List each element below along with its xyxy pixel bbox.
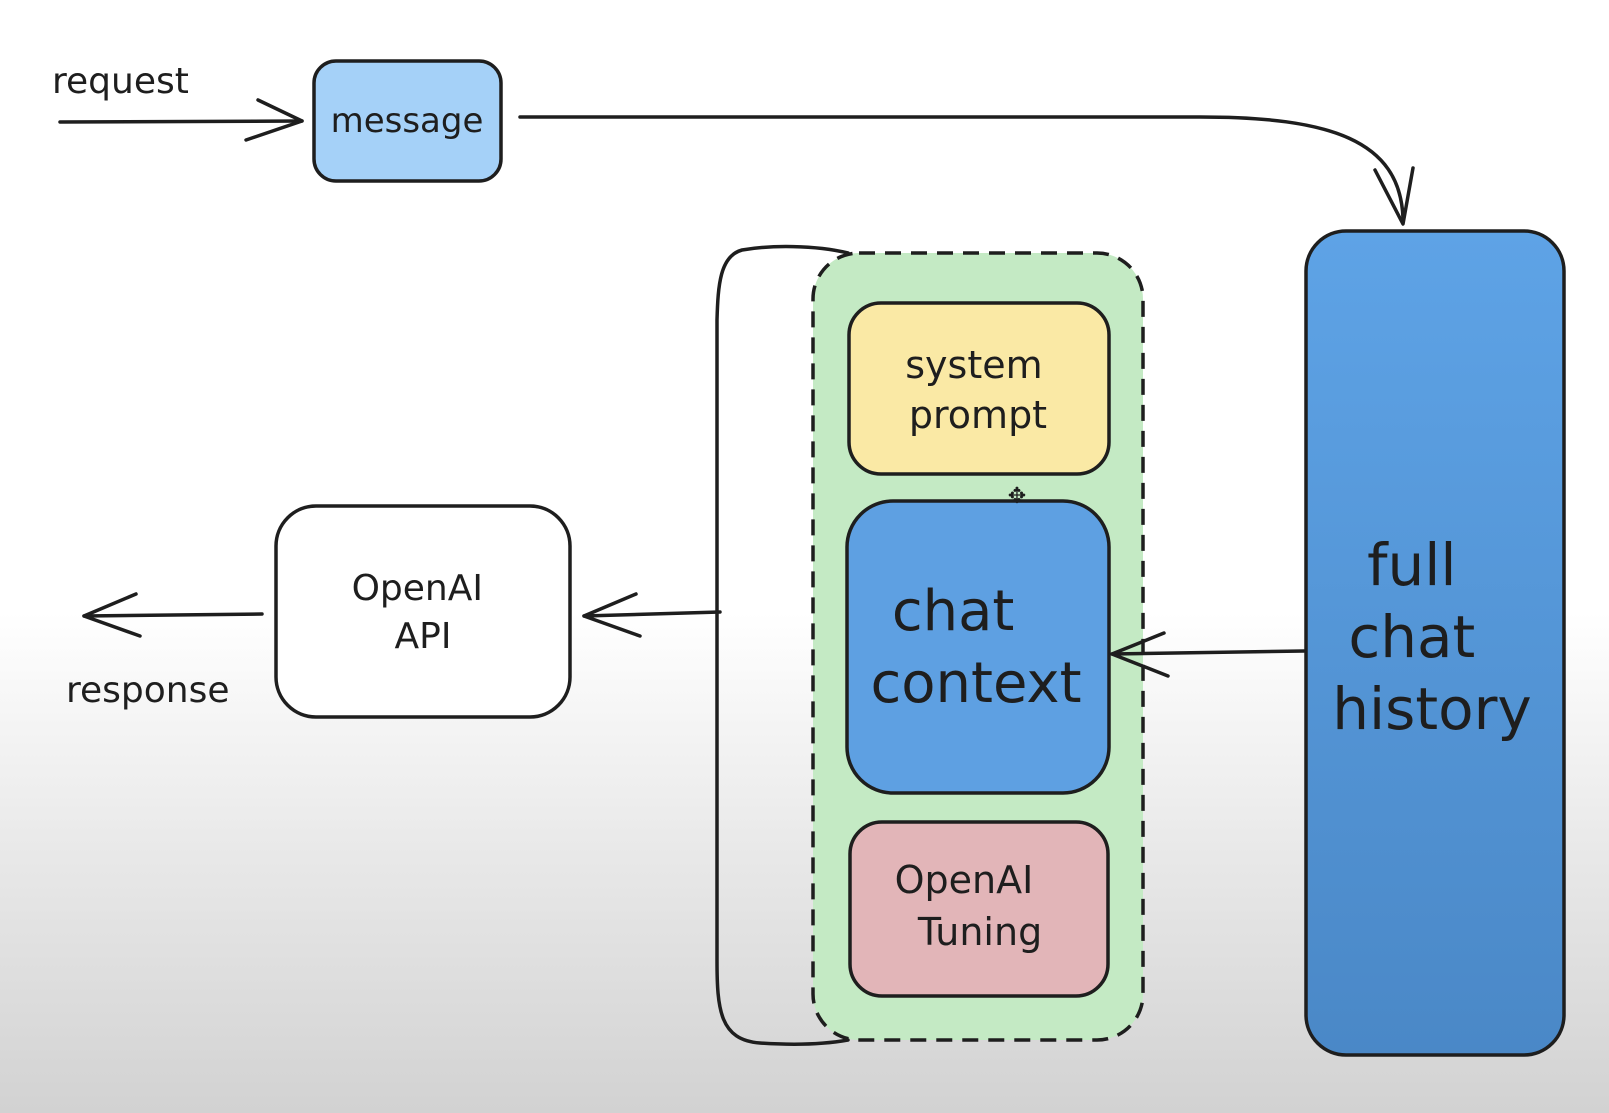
context-to-api-arrow [582,592,722,638]
chat-context-line-1: chat [892,579,1015,644]
openai-api-line-2: API [395,616,452,657]
history-to-context-arrow [1110,631,1306,678]
chat-context-label: chat context [870,579,1081,716]
full-chat-history-box[interactable] [1304,229,1566,1057]
chat-context-line-2: context [870,651,1081,716]
response-arrow [82,592,264,638]
message-box[interactable] [312,59,503,183]
system-prompt-line-2: prompt [909,393,1047,437]
openai-api-line-1: OpenAI [352,568,483,609]
full-chat-history-line-1: full [1367,531,1456,599]
message-to-history-arrow [518,115,1415,226]
request-arrow [58,98,304,142]
openai-tuning-line-1: OpenAI [895,858,1034,902]
openai-tuning-box[interactable] [848,820,1110,998]
response-label: response [66,670,230,711]
openai-api-box[interactable] [274,504,572,719]
full-chat-history-line-3: history [1332,675,1532,743]
system-prompt-line-1: system [905,343,1042,387]
system-prompt-box[interactable] [847,301,1111,476]
openai-api-label: OpenAI API [352,568,495,657]
full-chat-history-line-2: chat [1348,603,1475,671]
message-label: message [331,101,484,141]
request-label: request [52,61,189,102]
system-prompt-label: system prompt [905,343,1054,437]
openai-tuning-line-2: Tuning [917,910,1042,954]
openai-tuning-label: OpenAI Tuning [895,858,1046,954]
group-bracket [715,244,850,1046]
full-chat-history-label: full chat history [1332,531,1532,743]
move-cursor-icon: ✥ [1008,484,1026,509]
chat-context-box[interactable] [845,499,1111,795]
